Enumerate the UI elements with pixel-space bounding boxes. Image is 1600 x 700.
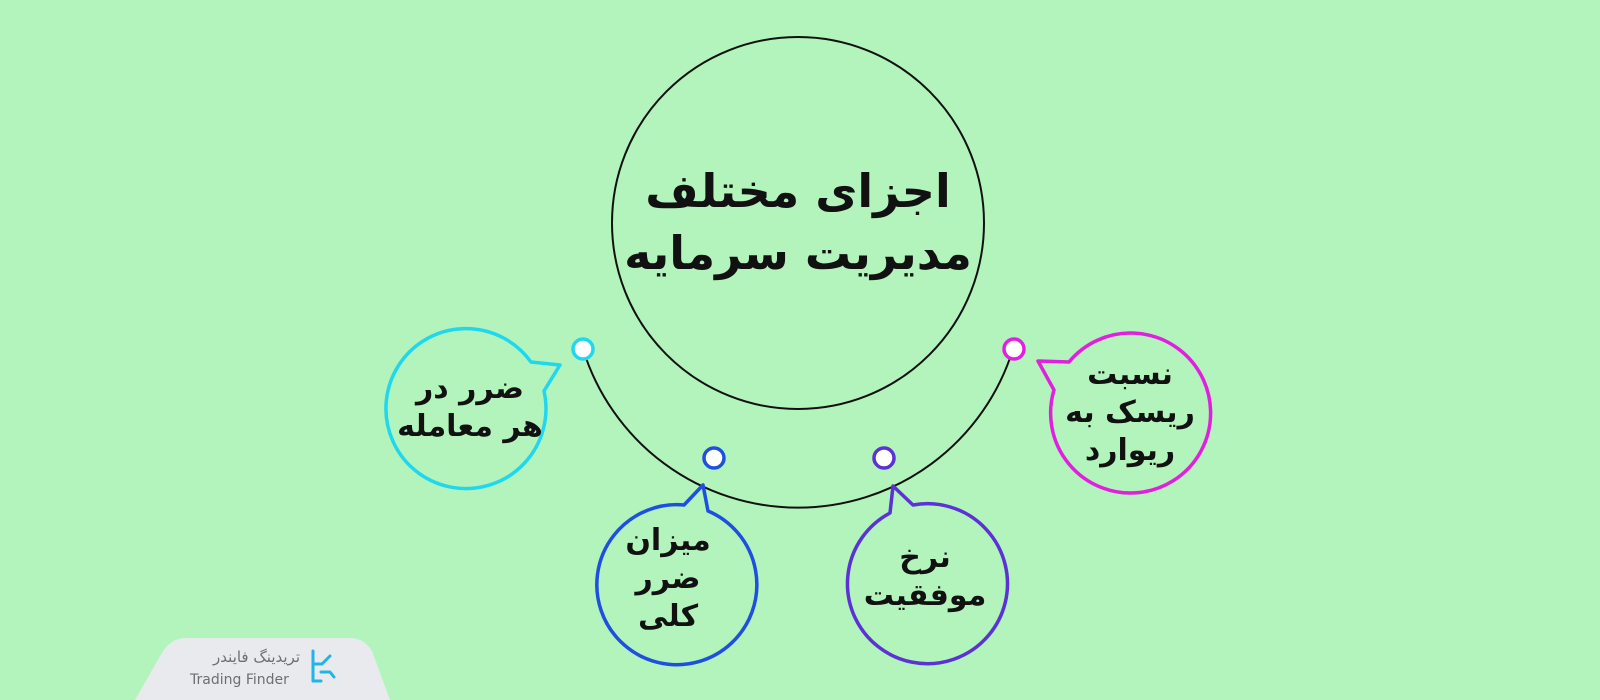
dot-total-loss bbox=[702, 446, 726, 470]
label-line: هر معامله bbox=[397, 409, 543, 444]
label-line: ریسک به bbox=[1065, 395, 1195, 430]
label-loss-per-trade: ضرر در هر معامله bbox=[380, 370, 560, 446]
dot-loss-per-trade bbox=[571, 337, 595, 361]
node-risk-reward bbox=[1002, 331, 1213, 495]
label-line: ریوارد bbox=[1084, 433, 1176, 468]
bubble-success-rate bbox=[845, 484, 1010, 666]
bubble-loss-per-trade bbox=[384, 326, 562, 491]
node-success-rate bbox=[845, 446, 1010, 666]
main-circle bbox=[611, 36, 985, 410]
connector-arc bbox=[582, 348, 1014, 509]
label-line: نسبت bbox=[1087, 357, 1173, 392]
logo-name-en: Trading Finder bbox=[190, 672, 289, 688]
label-line: ضرر در bbox=[415, 371, 525, 406]
node-loss-per-trade bbox=[384, 326, 595, 491]
label-line: موفقیت bbox=[863, 578, 987, 613]
dot-success-rate bbox=[872, 446, 896, 470]
label-risk-reward: نسبت ریسک به ریوارد bbox=[1040, 356, 1220, 470]
logo-name-fa: تریدینگ فایندر bbox=[213, 648, 300, 666]
main-title-line2: مدیریت سرمایه bbox=[624, 226, 972, 280]
logo-plate bbox=[135, 638, 390, 700]
label-line: ضرر bbox=[635, 561, 701, 596]
label-line: نرخ bbox=[899, 540, 951, 575]
label-line: میزان bbox=[625, 523, 711, 558]
bubble-risk-reward bbox=[1036, 331, 1213, 495]
label-total-loss: میزان ضرر کلی bbox=[578, 522, 758, 636]
trading-finder-logo-icon bbox=[311, 649, 336, 683]
main-title: اجزای مختلف مدیریت سرمایه bbox=[618, 160, 978, 284]
dot-risk-reward bbox=[1002, 337, 1026, 361]
node-total-loss bbox=[595, 446, 759, 667]
label-success-rate: نرخ موفقیت bbox=[835, 539, 1015, 615]
main-title-line1: اجزای مختلف bbox=[645, 164, 951, 218]
label-line: کلی bbox=[637, 599, 699, 634]
bubble-total-loss bbox=[595, 483, 759, 667]
